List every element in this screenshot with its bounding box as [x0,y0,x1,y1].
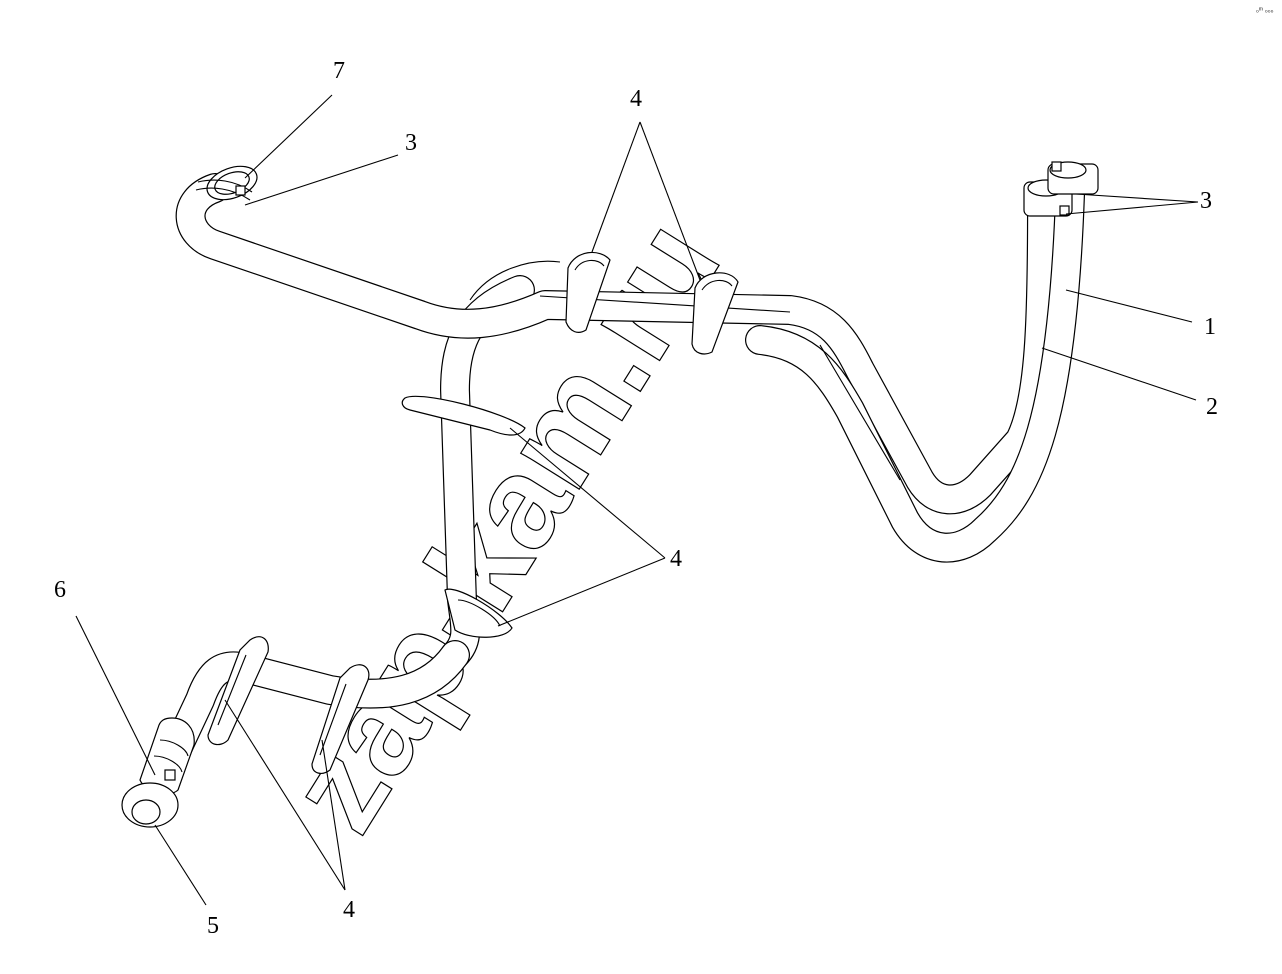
callout-6: 6 [54,577,66,603]
callout-3-right: 3 [1200,188,1212,214]
strap-4-top-right [691,272,739,355]
pipe-lower-left [153,640,470,783]
callout-4-middle: 4 [670,546,682,572]
strap-4-middle-lower [444,588,513,638]
hose-6 [139,717,195,795]
corner-mark: ₀ᵐ ₀₀₀ [1256,7,1274,14]
fitting-5 [121,782,179,828]
callout-4-top: 4 [630,86,642,112]
clamp-6 [164,769,176,781]
clamp-3-right-b [1051,161,1062,172]
clamp-3-top-left [235,185,246,196]
callout-1: 1 [1204,314,1216,340]
strap-4-bottom-left [207,636,269,746]
strap-4-top-left [565,251,611,333]
pipe-seam-right [819,344,901,481]
pipe-part-2 [745,180,1085,563]
callout-3-top-left: 3 [405,130,417,156]
callout-4-bottom: 4 [343,897,355,923]
pipe-main-upper [175,173,1057,515]
callout-5: 5 [207,913,219,939]
clamp-3-right-a [1059,205,1070,216]
strap-4-bottom-right [311,664,370,774]
central-dome [469,260,561,301]
leader-lines [75,94,1199,906]
callout-2: 2 [1206,394,1218,420]
callout-7: 7 [333,58,345,84]
